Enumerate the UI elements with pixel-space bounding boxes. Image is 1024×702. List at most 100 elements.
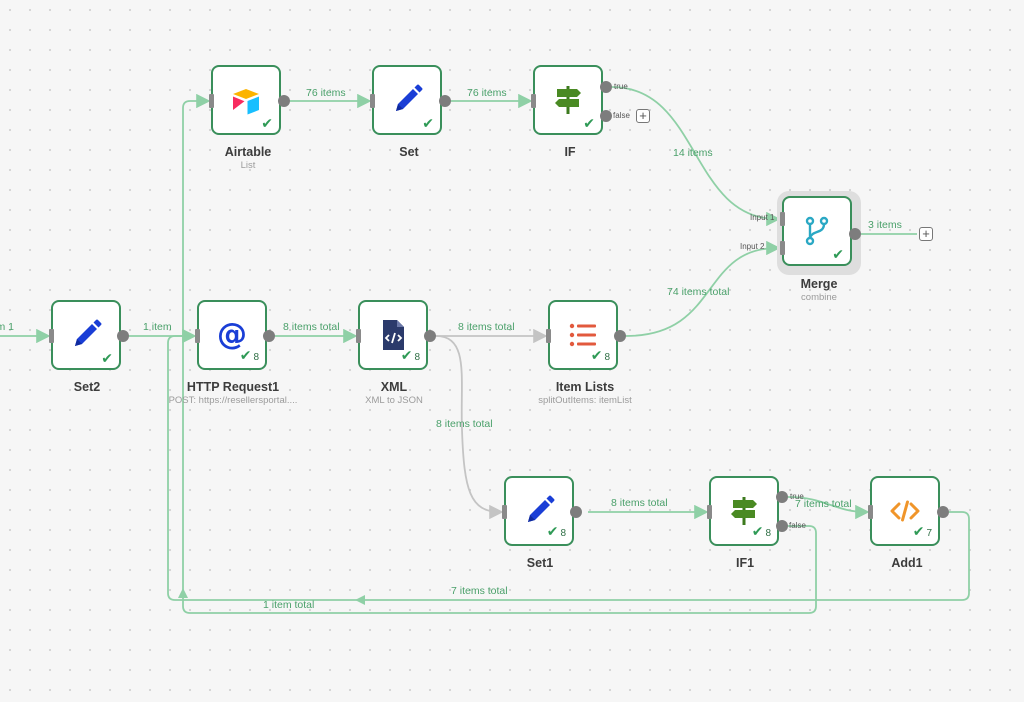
- pencil-icon: [75, 319, 102, 346]
- check-icon: ✔8: [546, 523, 566, 539]
- itemlists-count: 8: [604, 352, 610, 363]
- label-add1-loop: 7 items total: [451, 585, 508, 597]
- itemlists-subtitle: splitOutItems: itemList: [538, 395, 632, 406]
- airtable-input-port[interactable]: [209, 94, 214, 108]
- if1-title: IF1: [735, 556, 755, 570]
- node-airtable[interactable]: ✔: [211, 65, 281, 135]
- if1-true-port[interactable]: [776, 491, 788, 503]
- if1-false-port[interactable]: [776, 520, 788, 532]
- merge-add-button[interactable]: +: [919, 227, 933, 241]
- check-icon: ✔8: [590, 347, 610, 363]
- if-title: IF: [564, 145, 576, 159]
- http-subtitle: POST: https://resellersportal....: [168, 395, 298, 406]
- code-icon: [890, 500, 920, 522]
- merge-input1-label: Input 1: [750, 213, 775, 222]
- itemlists-input-port[interactable]: [546, 329, 551, 343]
- merge-branch-icon: [805, 216, 829, 246]
- check-icon: ✔: [422, 115, 434, 131]
- merge-input1-port[interactable]: [780, 212, 785, 226]
- http-title: HTTP Request1: [186, 380, 280, 394]
- signpost-icon: [555, 86, 581, 114]
- label-airtable-set: 76 items: [306, 87, 346, 99]
- label-in-set2: 1 item: [0, 321, 14, 333]
- merge-title: Merge: [800, 277, 838, 291]
- node-if[interactable]: ✔: [533, 65, 603, 135]
- set2-output-port[interactable]: [117, 330, 129, 342]
- merge-input2-label: Input 2: [740, 242, 765, 251]
- set2-input-port[interactable]: [49, 329, 54, 343]
- xml-count: 8: [414, 352, 420, 363]
- node-set1[interactable]: ✔8: [504, 476, 574, 546]
- label-xml-itemlists: 8 items total: [458, 321, 515, 333]
- signpost-icon: [731, 497, 757, 525]
- check-icon: ✔8: [751, 523, 771, 539]
- svg-text:@: @: [217, 318, 247, 352]
- label-if1-false-loop: 1 item total: [263, 599, 315, 611]
- xml-input-port[interactable]: [356, 329, 361, 343]
- airtable-logo-icon: [233, 89, 259, 115]
- node-add1[interactable]: ✔7: [870, 476, 940, 546]
- label-set2-http: 1 item: [143, 321, 172, 333]
- if1-count: 8: [765, 528, 771, 539]
- check-icon: ✔: [832, 246, 844, 262]
- wire-add1-loop[interactable]: [167, 335, 970, 601]
- if-false-port[interactable]: [600, 110, 612, 122]
- wire-itemlists-merge[interactable]: [625, 240, 781, 337]
- node-if1[interactable]: ✔8: [709, 476, 779, 546]
- merge-output-port[interactable]: [849, 228, 861, 240]
- set-output-port[interactable]: [439, 95, 451, 107]
- wire-if1-false-loop[interactable]: [182, 93, 817, 614]
- label-merge-out: 3 items: [868, 219, 902, 231]
- node-set[interactable]: ✔: [372, 65, 442, 135]
- label-if-merge: 14 items: [673, 147, 713, 159]
- xml-title: XML: [380, 380, 408, 394]
- if1-input-port[interactable]: [707, 505, 712, 519]
- add1-input-port[interactable]: [868, 505, 873, 519]
- plus-icon: +: [922, 226, 930, 241]
- set-input-port[interactable]: [370, 94, 375, 108]
- set1-input-port[interactable]: [502, 505, 507, 519]
- check-icon: ✔: [583, 115, 595, 131]
- node-merge[interactable]: ✔: [782, 196, 852, 266]
- http-output-port[interactable]: [263, 330, 275, 342]
- itemlists-output-port[interactable]: [614, 330, 626, 342]
- add1-title: Add1: [891, 556, 923, 570]
- node-item-lists[interactable]: ✔8: [548, 300, 618, 370]
- check-icon: ✔: [261, 115, 273, 131]
- if1-true-label: true: [790, 492, 804, 501]
- wire-xml-set1[interactable]: [435, 335, 504, 520]
- xml-file-icon: [383, 320, 404, 350]
- label-http-xml: 8 items total: [283, 321, 340, 333]
- if-input-port[interactable]: [531, 94, 536, 108]
- check-icon: ✔: [101, 350, 113, 366]
- add1-output-port[interactable]: [937, 506, 949, 518]
- xml-subtitle: XML to JSON: [365, 395, 423, 406]
- label-set1-if1: 8 items total: [611, 497, 668, 509]
- merge-subtitle: combine: [801, 292, 837, 303]
- list-icon: [569, 323, 596, 347]
- node-xml[interactable]: ✔8: [358, 300, 428, 370]
- xml-output-port[interactable]: [424, 330, 436, 342]
- wire-if1-add1[interactable]: [787, 496, 870, 520]
- label-itemlists-merge: 74 items total: [667, 286, 730, 298]
- check-icon: ✔7: [912, 523, 932, 539]
- pencil-icon: [528, 495, 555, 522]
- set2-title: Set2: [73, 380, 101, 394]
- http-input-port[interactable]: [195, 329, 200, 343]
- at-sign-icon: @: [217, 318, 247, 352]
- set1-output-port[interactable]: [570, 506, 582, 518]
- merge-input2-port[interactable]: [780, 241, 785, 255]
- wire-if-merge[interactable]: [611, 86, 781, 227]
- label-set-if: 76 items: [467, 87, 507, 99]
- check-icon: ✔8: [400, 347, 420, 363]
- airtable-output-port[interactable]: [278, 95, 290, 107]
- if-false-add-button[interactable]: +: [636, 109, 650, 123]
- node-http-request1[interactable]: @ ✔8: [197, 300, 267, 370]
- node-set2[interactable]: ✔: [51, 300, 121, 370]
- if-true-port[interactable]: [600, 81, 612, 93]
- plus-icon: +: [639, 108, 647, 123]
- itemlists-title: Item Lists: [555, 380, 615, 394]
- set1-title: Set1: [526, 556, 554, 570]
- set-title: Set: [399, 145, 419, 159]
